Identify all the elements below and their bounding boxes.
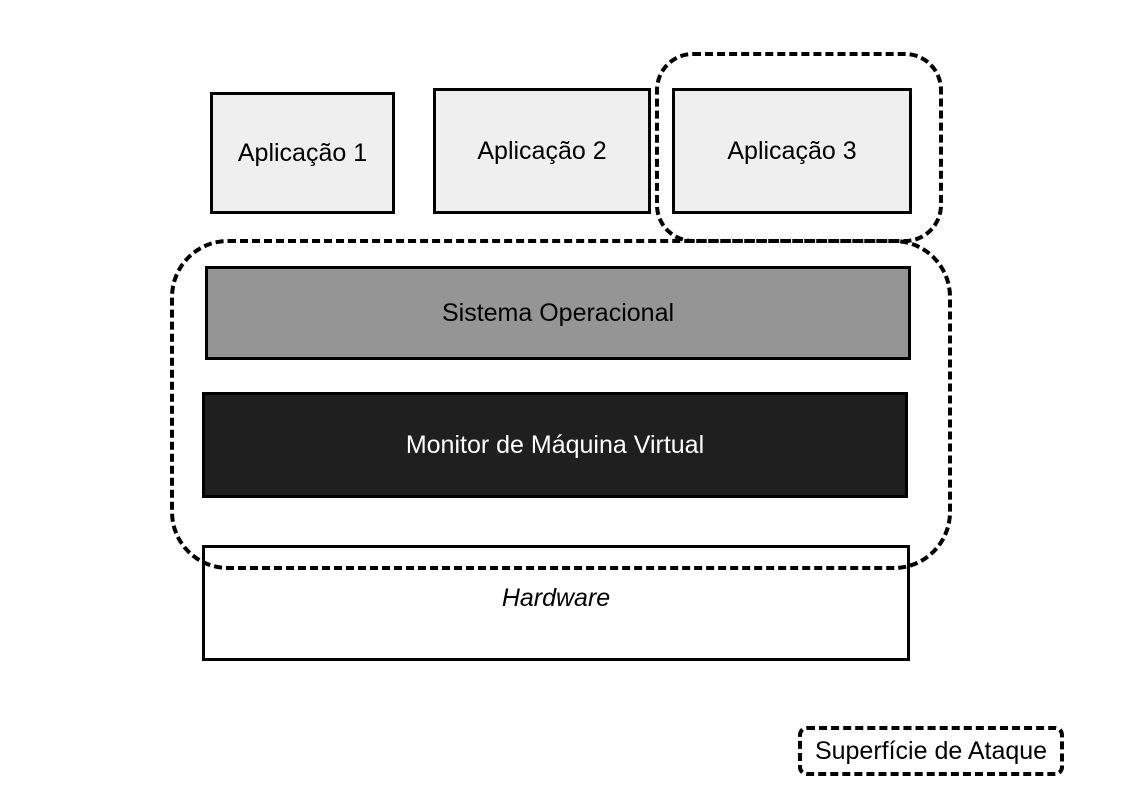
application-3-label: Aplicação 3 [727, 136, 857, 165]
virtual-machine-monitor-layer: Monitor de Máquina Virtual [202, 392, 908, 498]
application-1-box: Aplicação 1 [210, 92, 395, 214]
attack-surface-outline-main [170, 239, 952, 570]
operating-system-layer: Sistema Operacional [205, 266, 911, 360]
application-3-box: Aplicação 3 [672, 88, 912, 214]
attack-surface-legend-label: Superfície de Ataque [814, 736, 1048, 765]
hardware-label: Hardware [501, 584, 611, 612]
application-2-box: Aplicação 2 [433, 88, 651, 214]
attack-surface-legend: Superfície de Ataque [798, 726, 1064, 776]
application-2-label: Aplicação 2 [477, 136, 607, 165]
operating-system-label: Sistema Operacional [441, 298, 675, 327]
virtual-machine-monitor-label: Monitor de Máquina Virtual [405, 430, 705, 459]
attack-surface-outline-application-3 [655, 52, 943, 243]
hardware-layer: Hardware [202, 545, 910, 661]
application-1-label: Aplicação 1 [237, 138, 368, 167]
